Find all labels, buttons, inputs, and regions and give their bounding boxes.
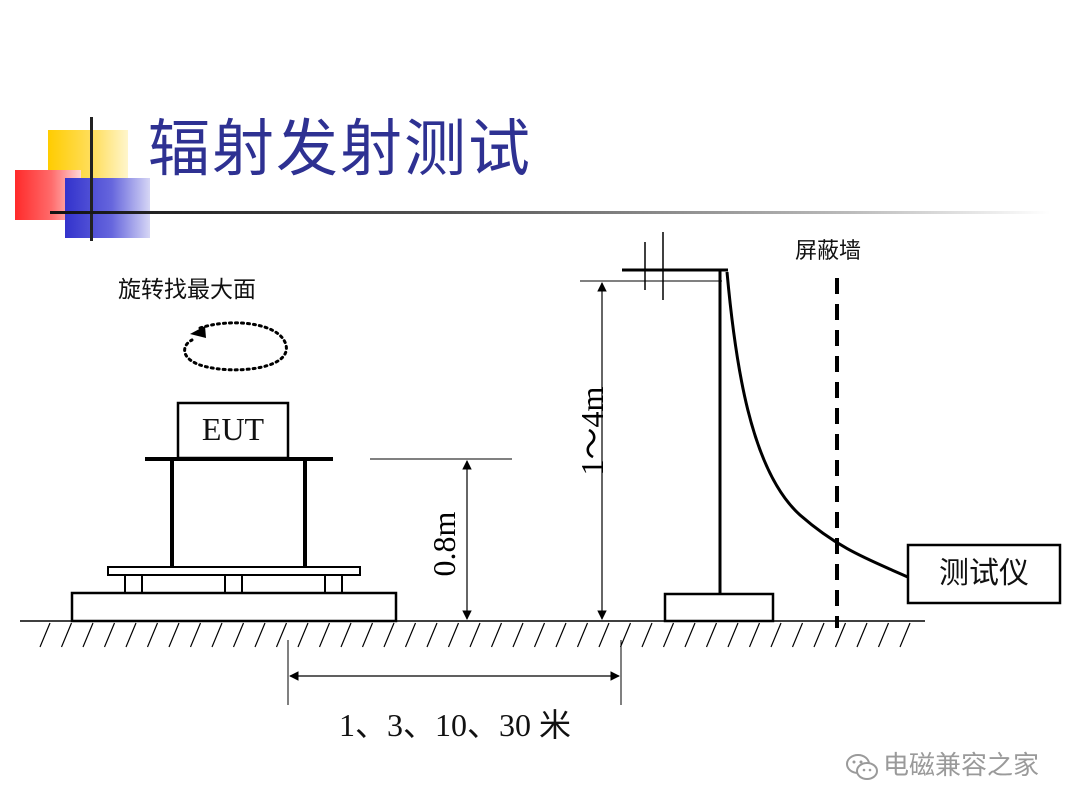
hatch-stroke [103, 622, 116, 648]
antenna-cable [725, 271, 911, 580]
height-label: 0.8m [426, 511, 462, 577]
watermark-text: 电磁兼容之家 [883, 751, 1040, 781]
hatch-stroke [318, 622, 331, 648]
eut-box [176, 401, 290, 460]
eut-label: EUT [201, 411, 265, 447]
turntable-plate [107, 566, 361, 576]
hatch-stroke [533, 622, 546, 648]
rotation-arrowhead [190, 326, 206, 338]
hatch-stroke [168, 622, 180, 648]
hatch-stroke [60, 622, 73, 648]
hatch-stroke [404, 622, 417, 648]
hatch-stroke [447, 622, 460, 648]
hatch-stroke [555, 622, 567, 648]
hatch-stroke [426, 622, 438, 648]
hatch-stroke [662, 622, 675, 648]
turntable-foot [124, 574, 143, 594]
turntable-base [70, 591, 398, 623]
hatch-stroke [189, 622, 202, 648]
hatch-stroke [684, 622, 696, 648]
hatch-stroke [361, 622, 374, 648]
hatch-stroke [254, 622, 266, 648]
hatch-stroke [297, 622, 309, 648]
hatch-stroke [641, 622, 653, 648]
hatch-stroke [899, 622, 911, 648]
distance-label: 1、3、10、30 米 [338, 707, 571, 743]
hatch-stroke [469, 622, 481, 648]
hatch-stroke [232, 622, 245, 648]
hatch-stroke [512, 622, 524, 648]
rotation-arrow [183, 321, 288, 372]
shield-wall-label: 屏蔽墙 [795, 239, 862, 264]
hatch-stroke [275, 622, 288, 648]
deco-blue-square [65, 178, 150, 238]
hatch-stroke [791, 622, 804, 648]
instrument-box [906, 543, 1062, 605]
hatch-stroke [619, 622, 632, 648]
turntable-foot [224, 574, 243, 594]
hatch-stroke [877, 622, 890, 648]
watermark: 电磁兼容之家 [845, 745, 1039, 782]
hatch-stroke [383, 622, 395, 648]
ground-hatching [39, 622, 911, 648]
hatch-stroke [39, 622, 51, 648]
hatch-stroke [490, 622, 503, 648]
hatch-stroke [82, 622, 94, 648]
hatch-stroke [211, 622, 223, 648]
hatch-stroke [146, 622, 159, 648]
hatch-stroke [770, 622, 782, 648]
hatch-stroke [834, 622, 847, 648]
hatch-stroke [705, 622, 718, 648]
wechat-icon [846, 753, 878, 780]
hatch-stroke [727, 622, 739, 648]
antenna-mast-base [663, 592, 775, 623]
turntable-foot [324, 574, 343, 594]
page-title: 辐射发射测试 [148, 112, 533, 185]
deco-vertical-line [90, 117, 93, 241]
hatch-stroke [125, 622, 137, 648]
hatch-stroke [856, 622, 868, 648]
instrument-label: 测试仪 [939, 556, 1029, 591]
hatch-stroke [598, 622, 610, 648]
antenna-height-label: 1～4m [574, 386, 610, 476]
hatch-stroke [340, 622, 352, 648]
hatch-stroke [748, 622, 761, 648]
hatch-stroke [576, 622, 589, 648]
rotate-label: 旋转找最大面 [118, 277, 256, 303]
hatch-stroke [813, 622, 825, 648]
title-underline [50, 211, 1050, 214]
